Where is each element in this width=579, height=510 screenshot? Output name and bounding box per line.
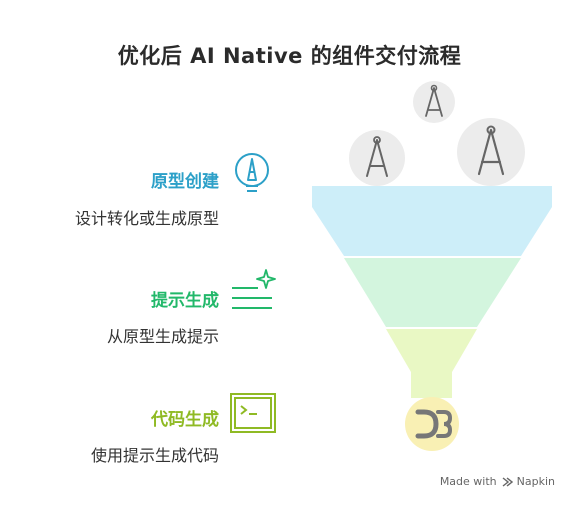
terminal-icon bbox=[230, 393, 276, 433]
funnel-layer-code bbox=[386, 329, 477, 398]
pencil-bulb-icon bbox=[235, 153, 269, 192]
footer-brand: Napkin bbox=[516, 475, 555, 488]
stage-description-prompt: 从原型生成提示 bbox=[106, 327, 219, 346]
funnel-layer-prototype bbox=[312, 186, 552, 256]
page-title: 优化后 AI Native 的组件交付流程 bbox=[117, 44, 462, 68]
drafting-compass-icon bbox=[457, 118, 525, 186]
napkin-logo-icon bbox=[502, 476, 513, 487]
made-with-napkin-footer: Made with Napkin bbox=[440, 475, 555, 488]
stage-description-code: 使用提示生成代码 bbox=[90, 446, 219, 465]
stage-label-prompt: 提示生成 bbox=[151, 291, 219, 311]
footer-text: Made with bbox=[439, 475, 497, 488]
drafting-compass-icon bbox=[349, 130, 405, 186]
stage-label-code: 代码生成 bbox=[151, 410, 219, 430]
drafting-compass-icon bbox=[413, 81, 455, 123]
stage-label-prototype: 原型创建 bbox=[151, 172, 219, 192]
sparkle-lines-icon bbox=[232, 269, 276, 309]
d3-logo-icon bbox=[405, 397, 459, 451]
stage-description-prototype: 设计转化或生成原型 bbox=[74, 209, 219, 228]
funnel-layer-prompt bbox=[344, 258, 521, 327]
